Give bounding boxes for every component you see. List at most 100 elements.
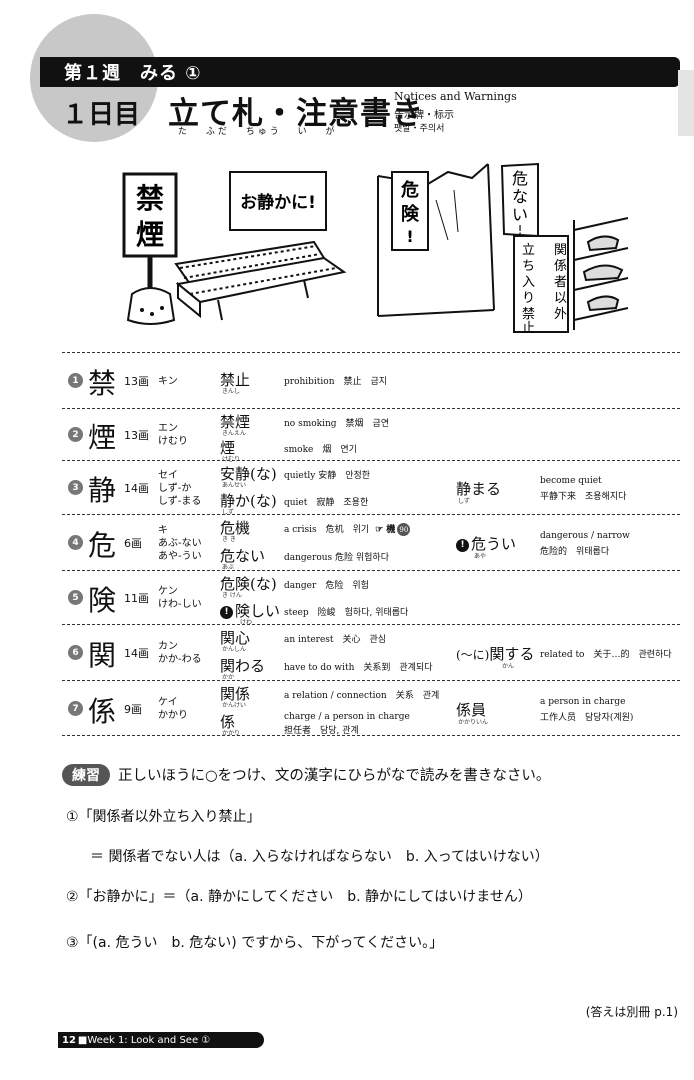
vocab-word: 係 (220, 711, 235, 732)
reading: かかり (158, 710, 188, 721)
translation-text: dangerous 危险 위험하다 (284, 553, 389, 563)
korean-title: 팻말・주의서 (394, 124, 445, 134)
translation-text: a crisis 危机 위기 (284, 525, 370, 535)
stroke-count: 6画 (124, 537, 142, 550)
translation-text: danger 危险 위험 (284, 581, 369, 591)
reading: ケイ (158, 697, 178, 708)
vocab-translation: charge / a person in charge (284, 712, 410, 722)
extra-vocab-ruby: かん (502, 663, 515, 670)
vocab-ruby: けむり (222, 456, 241, 463)
unsafe-sign: 危 な い ! (500, 162, 539, 238)
sign-unsafe-4: ! (518, 223, 523, 237)
translation-text: prohibition 禁止 금지 (284, 377, 388, 387)
day-label: １日目 (62, 100, 141, 130)
reading: しず-まる (158, 495, 202, 507)
stroke-count: 11画 (124, 592, 149, 605)
row-number: 4 (68, 535, 83, 550)
extra-translation-secondary: 平静下来 조용해지다 (540, 492, 627, 502)
vocab-text: 険しい (235, 602, 281, 620)
vocab-word: 関係 (220, 683, 250, 704)
vocab-translation: have to do with 关系到 관계되다 (284, 660, 433, 673)
reading: キン (158, 375, 178, 387)
vocab-text: 危機 (220, 519, 251, 537)
translation-text: smoke 烟 연기 (284, 445, 357, 455)
question-3: ③「(a. 危うい b. 危ない) ですから、下がってください。」 (66, 935, 444, 951)
week-label: 第１週 みる ① (64, 63, 202, 84)
vocab-text: 静か(な) (220, 492, 277, 510)
vocab-word: 危機 (220, 517, 250, 538)
sign-unsafe-2: な (512, 187, 528, 206)
vocab-word: 関心 (220, 627, 250, 648)
extra-vocab-text: 静まる (456, 480, 502, 498)
caution-icon: ! (220, 605, 233, 619)
kanji-readings: セイしず-かしず-まる (158, 469, 201, 508)
translation-text: a relation / connection 关系 관계 (284, 691, 440, 701)
grammar-prefix: (～に) (456, 648, 490, 662)
kanji-character: 煙 (88, 421, 117, 454)
extra-vocab-word: !危うい (456, 533, 516, 554)
lesson-title: 立て札・注意書き (168, 96, 424, 132)
vocab-text: 禁止 (220, 371, 251, 389)
vocab-word: 安静(な) (220, 463, 277, 484)
reading: けむり (158, 436, 188, 447)
vocab-word: 静か(な) (220, 490, 277, 511)
reading: あぶ-ない (158, 537, 202, 549)
chinese-title: 告示牌・标示 (394, 110, 454, 121)
vocab-translation: danger 危险 위험 (284, 578, 369, 591)
extra-translation-secondary: 工作人员 담당자(계원) (540, 713, 634, 723)
extra-vocab-word: (～に)関する (456, 643, 534, 664)
extra-translation: become quiet (540, 476, 602, 486)
kanji-character: 係 (88, 695, 117, 728)
lesson-title-ruby: た ふだ ちゅう い が (178, 127, 338, 137)
kanji-readings: キあぶ-ないあや-うい (158, 524, 202, 563)
extra-vocab-text: 係員 (456, 701, 487, 719)
vocab-translation: quietly 安静 안정한 (284, 468, 370, 481)
quiet-sign: お静かに! (229, 171, 327, 231)
reference-link: ☞ 機 (375, 525, 396, 535)
page-footer: 12 ■Week 1: Look and See ① (58, 1032, 264, 1048)
extra-translation: dangerous / narrow (540, 531, 630, 541)
extra-translation: a person in charge (540, 697, 626, 707)
staff-only-sign: 関係者以外 立ち入り禁止 (513, 235, 569, 336)
sign-staff-2: 立ち入り禁止 (522, 243, 535, 336)
stroke-count: 14画 (124, 647, 149, 660)
vocab-ruby: かんけい (222, 702, 247, 709)
reading: かか-わる (158, 654, 202, 665)
answer-reference: (答えは別冊 p.1) (585, 1005, 678, 1019)
vocab-word: 危ない (220, 545, 265, 566)
vocab-ruby: き けん (222, 592, 242, 599)
vocab-translation: quiet 寂静 조용한 (284, 495, 368, 508)
translation-text: quiet 寂静 조용한 (284, 498, 369, 508)
vocab-text: 関わる (220, 657, 266, 675)
english-title: Notices and Warnings (394, 90, 517, 103)
reading: キ (158, 524, 168, 536)
vocab-translation: a relation / connection 关系 관계 (284, 688, 439, 701)
kanji-character: 危 (88, 529, 117, 562)
illustration-svg: 禁 煙 お静かに! (122, 162, 629, 336)
translation-text: charge / a person in charge (284, 712, 410, 722)
vocab-word: 煙 (220, 437, 235, 458)
sign-unsafe-1: 危 (512, 169, 528, 188)
kanji-readings: エンけむり (158, 422, 188, 448)
extra-vocab-text: 関する (489, 645, 535, 663)
question-1: ①「関係者以外立ち入り禁止」 (66, 809, 261, 825)
vocab-ruby: きんえん (222, 430, 247, 437)
sign-staff-1: 関係者以外 (554, 243, 567, 322)
stroke-count: 9画 (124, 703, 142, 716)
kanji-readings: ケイかかり (158, 696, 188, 722)
reading: あや-うい (158, 550, 202, 562)
no-smoking-sign: 禁 煙 (122, 172, 178, 325)
vocab-word: 禁煙 (220, 411, 250, 432)
stroke-count: 13画 (124, 429, 149, 442)
vocab-ruby: きんし (222, 388, 241, 395)
vocab-text: 危ない (220, 547, 266, 565)
translation-text: steep 险峻 험하다, 위태롭다 (284, 608, 409, 618)
warning-signs-illustration: 禁 煙 お静かに! (118, 160, 634, 338)
